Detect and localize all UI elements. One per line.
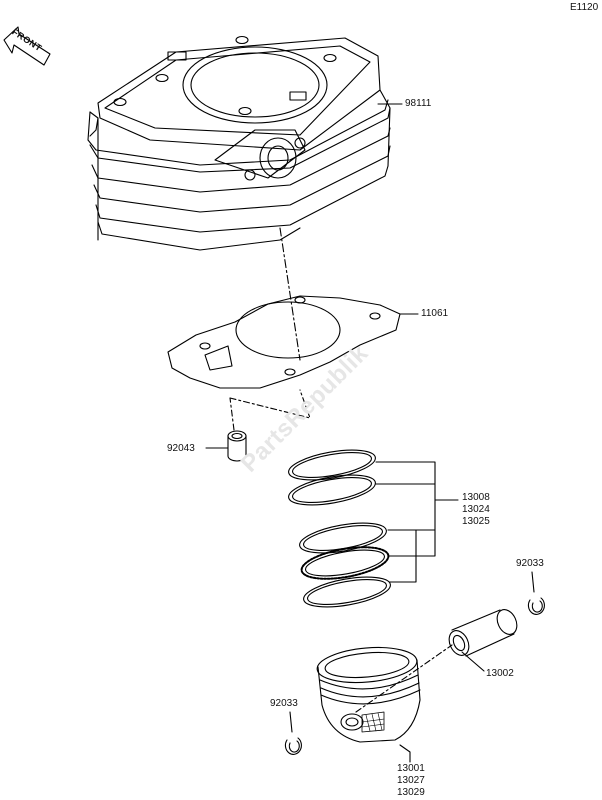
- part-number-piston-3[interactable]: 13029: [397, 787, 425, 798]
- part-number-clip-left[interactable]: 92033: [270, 698, 298, 709]
- pin-axis-line: [355, 644, 453, 713]
- piston-rings: [288, 449, 391, 608]
- part-number-ring-1[interactable]: 13008: [462, 492, 490, 503]
- dowel-guide: [229, 389, 311, 419]
- piston-pin: [448, 609, 518, 657]
- leader-line-92033-right: [531, 571, 535, 593]
- centerline: [279, 227, 301, 361]
- ring-bracket: [375, 461, 459, 583]
- part-number-gasket[interactable]: 11061: [421, 308, 449, 319]
- part-number-ring-2[interactable]: 13024: [462, 504, 490, 515]
- part-number-dowel-pin[interactable]: 92043: [167, 443, 195, 454]
- front-arrow-icon: [3, 26, 51, 66]
- dowel-pin: [227, 430, 247, 462]
- leader-line-92033-left: [289, 711, 293, 733]
- part-number-piston-pin[interactable]: 13002: [486, 668, 514, 679]
- leader-line-piston: [399, 744, 411, 763]
- leader-line-13002: [461, 651, 485, 672]
- circlip-left: [284, 737, 302, 755]
- part-number-ring-3[interactable]: 13025: [462, 516, 490, 527]
- part-number-cylinder[interactable]: 98111: [405, 98, 432, 109]
- diagram-code: E1120: [570, 2, 599, 13]
- part-number-piston-1[interactable]: 13001: [397, 763, 425, 774]
- piston: [316, 646, 421, 743]
- part-number-piston-2[interactable]: 13027: [397, 775, 425, 786]
- head-gasket: [167, 295, 401, 389]
- dowel-guide-2: [229, 397, 235, 431]
- circlip-right: [527, 597, 545, 615]
- part-number-clip-right[interactable]: 92033: [516, 558, 544, 569]
- cylinder-block: [87, 35, 391, 251]
